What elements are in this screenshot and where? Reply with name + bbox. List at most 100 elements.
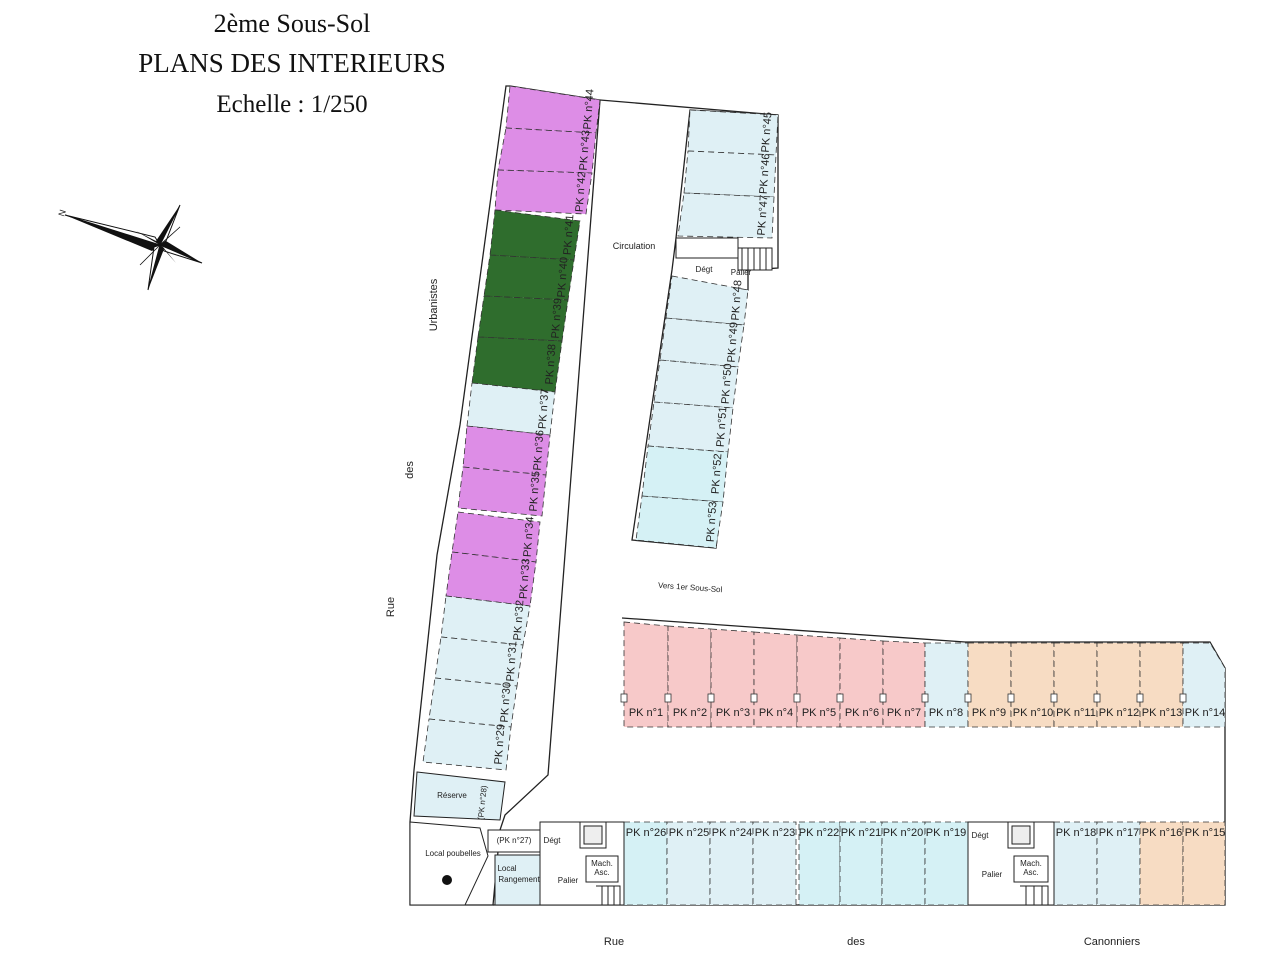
pillar-marker <box>750 693 758 703</box>
parking-space-pk5: PK n°5 <box>793 634 841 728</box>
parking-space-area <box>1139 642 1184 728</box>
parking-space-area <box>967 642 1012 728</box>
room-local-rangement: Local Rangement <box>494 854 541 906</box>
parking-space-area <box>494 169 593 215</box>
parking-space-pk31: PK n°31 <box>434 636 524 687</box>
parking-space-pk51: PK n°51 <box>647 401 734 453</box>
parking-space-label: PK n°1 <box>629 707 663 719</box>
parking-space-label: PK n°26 <box>626 827 666 839</box>
parking-space-pk53: PK n°53 <box>635 495 724 549</box>
parking-space-label: PK n°5 <box>802 707 836 719</box>
parking-space-label: PK n°31 <box>505 641 520 682</box>
parking-space-label: PK n°43 <box>578 130 593 171</box>
parking-space-label: PK n°6 <box>845 707 879 719</box>
parking-space-label: PK n°19 <box>926 827 966 839</box>
parking-space-pk39: PK n°39 <box>477 295 569 342</box>
svg-text:(PK n°27): (PK n°27) <box>497 836 532 845</box>
parking-space-label: PK n°14 <box>1185 707 1225 719</box>
parking-space-pk30: PK n°30 <box>428 677 518 728</box>
lobby-top <box>675 237 739 259</box>
parking-space-label: PK n°41 <box>562 214 577 255</box>
parking-space-label: PK n°37 <box>537 388 552 429</box>
street-left-name: Urbanistes <box>428 278 440 331</box>
parking-space-label: PK n°11 <box>1056 707 1096 719</box>
parking-space-pk2: PK n°2 <box>664 625 712 728</box>
parking-space-pk25: PK n°25 <box>666 821 711 906</box>
parking-space-pk43: PK n°43 <box>497 127 597 174</box>
parking-space-area <box>687 109 779 156</box>
parking-space-label: PK n°29 <box>493 724 508 765</box>
parking-space-label: PK n°18 <box>1056 827 1096 839</box>
room-local-poubelles: Local poubelles <box>409 821 489 906</box>
svg-text:Rangement: Rangement <box>498 875 540 884</box>
pillar-marker <box>1007 693 1015 703</box>
parking-space-area <box>466 382 556 436</box>
parking-space-area <box>924 642 969 728</box>
parking-space-pk8: PK n°8 <box>921 642 969 728</box>
svg-text:Réserve: Réserve <box>437 791 467 800</box>
street-bottom-rue: Rue <box>604 936 624 948</box>
room-reserve: Réserve (PK n°28) <box>413 771 506 821</box>
parking-space-label: PK n°34 <box>522 516 537 557</box>
parking-space-label: PK n°3 <box>716 707 750 719</box>
svg-text:Local poubelles: Local poubelles <box>425 849 481 858</box>
parking-space-label: PK n°10 <box>1013 707 1053 719</box>
parking-space-pk17: PK n°17 <box>1096 821 1141 906</box>
svg-text:Palier: Palier <box>558 876 579 885</box>
parking-space-pk52: PK n°52 <box>641 445 729 503</box>
svg-text:Asc.: Asc. <box>594 868 610 877</box>
parking-space-pk37: PK n°37 <box>466 382 556 436</box>
parking-space-pk10: PK n°10 <box>1007 642 1055 728</box>
parking-space-label: PK n°30 <box>499 682 514 723</box>
street-left-des: des <box>404 461 416 479</box>
parking-space-pk36: PK n°36 <box>462 425 551 476</box>
parking-space-pk35: PK n°35 <box>457 466 547 517</box>
parking-space-area <box>457 466 547 517</box>
parking-space-pk3: PK n°3 <box>707 628 755 728</box>
parking-space-label: PK n°36 <box>532 430 547 471</box>
street-left-rue: Rue <box>385 597 397 617</box>
parking-space-pk34: PK n°34 <box>451 511 541 563</box>
scale-label: Echelle : 1/250 <box>216 91 367 118</box>
svg-text:Palier: Palier <box>982 870 1003 879</box>
pillar-marker <box>1050 693 1058 703</box>
svg-text:Mach.: Mach. <box>591 859 613 868</box>
palier-top-label: Palier <box>731 268 752 277</box>
degt-top-label: Dégt <box>696 265 714 274</box>
parking-space-area <box>1010 642 1055 728</box>
parking-space-label: PK n°7 <box>887 707 921 719</box>
parking-space-area <box>635 495 724 549</box>
parking-space-label: PK n°45 <box>760 112 775 153</box>
parking-space-label: PK n°51 <box>715 406 730 447</box>
parking-space-label: PK n°15 <box>1185 827 1225 839</box>
parking-space-area <box>882 640 926 728</box>
svg-text:Mach.: Mach. <box>1020 859 1042 868</box>
pillar-marker <box>620 693 628 703</box>
parking-space-label: PK n°35 <box>528 471 543 512</box>
svg-text:Local: Local <box>497 864 516 873</box>
page-title: PLANS DES INTERIEURS <box>138 48 446 78</box>
parking-space-label: PK n°44 <box>582 89 597 130</box>
parking-space-pk49: PK n°49 <box>659 317 745 368</box>
parking-space-label: PK n°20 <box>883 827 923 839</box>
parking-space-area <box>653 359 739 409</box>
parking-space-pk1: PK n°1 <box>620 621 669 728</box>
parking-space-area <box>677 192 775 239</box>
svg-text:(PK n°28): (PK n°28) <box>476 785 489 821</box>
level-title: 2ème Sous-Sol <box>214 9 371 38</box>
parking-space-label: PK n°42 <box>574 171 589 212</box>
room-pk27: (PK n°27) <box>487 829 541 853</box>
parking-space-area <box>752 821 797 906</box>
parking-space-label: PK n°9 <box>972 707 1006 719</box>
parking-space-pk6: PK n°6 <box>836 637 884 728</box>
parking-space-label: PK n°24 <box>712 827 752 839</box>
parking-space-label: PK n°39 <box>550 298 565 339</box>
parking-space-pk33: PK n°33 <box>445 551 537 607</box>
parking-space-label: PK n°2 <box>673 707 707 719</box>
parking-space-label: PK n°48 <box>730 280 745 321</box>
pillar-marker <box>707 693 715 703</box>
parking-space-pk15: PK n°15 <box>1182 821 1226 906</box>
parking-space-label: PK n°13 <box>1142 707 1182 719</box>
parking-space-pk7: PK n°7 <box>879 640 926 728</box>
